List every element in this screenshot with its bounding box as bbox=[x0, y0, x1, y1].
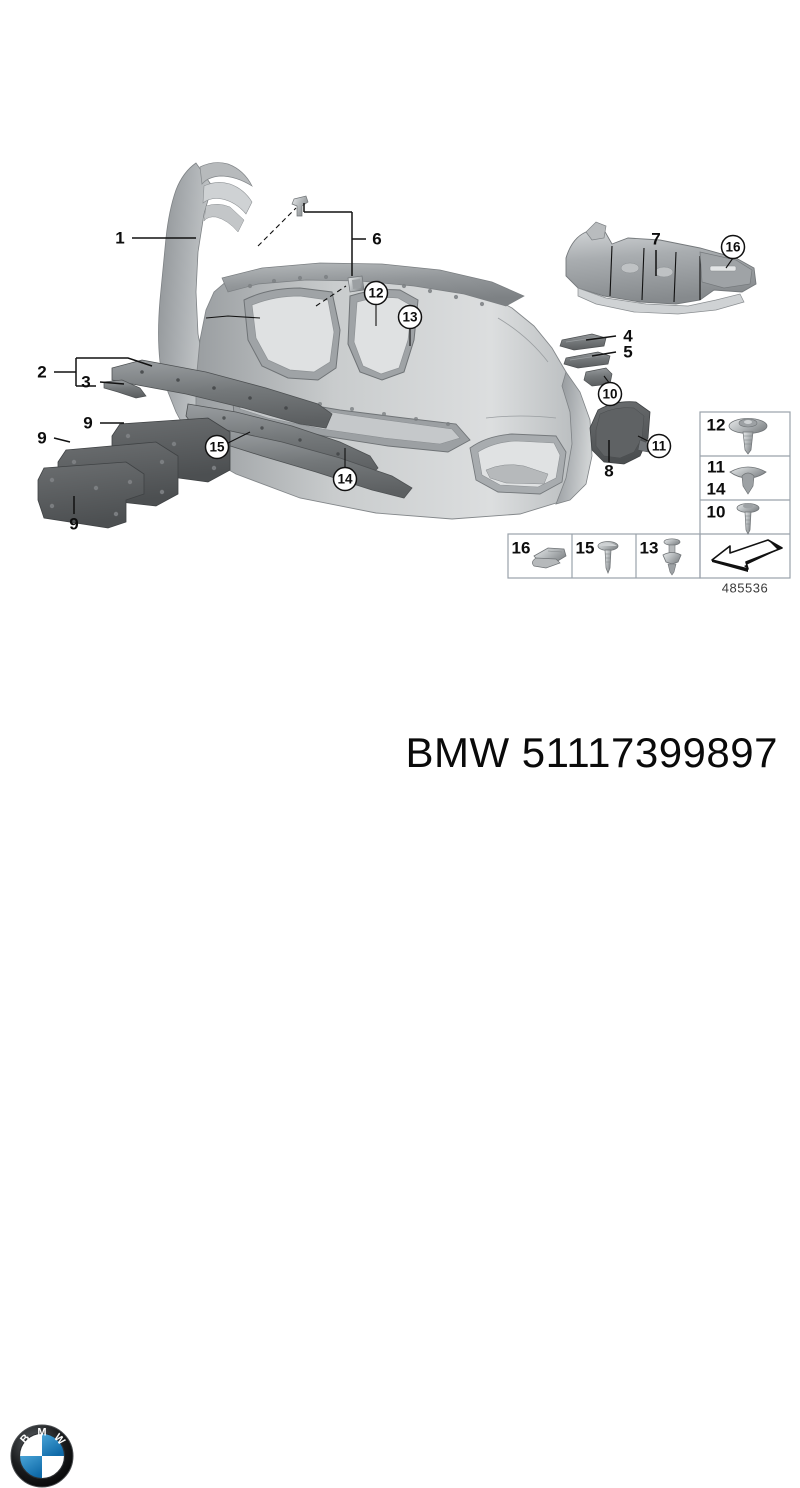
part-small-bracket bbox=[103, 379, 147, 399]
callout-9-upper: 9 bbox=[83, 414, 92, 433]
footer-bar: B M W BMW 51117399897 bbox=[0, 706, 800, 1488]
expanding-rivet-icon bbox=[729, 466, 767, 495]
callout-13-label: 13 bbox=[402, 310, 418, 325]
logo-letter-m: M bbox=[37, 1427, 46, 1439]
callout-12-label: 12 bbox=[368, 286, 383, 301]
callout-6-label: 6 bbox=[372, 230, 381, 249]
part-side-guide-rail-upper bbox=[559, 333, 607, 351]
callout-2-label: 2 bbox=[37, 363, 46, 382]
callout-14-circle bbox=[332, 466, 358, 492]
legend-cell-15: 15 bbox=[576, 539, 619, 574]
callout-10-circle bbox=[597, 381, 623, 407]
legend: 12 11 14 10 bbox=[507, 411, 791, 596]
callout-6: 6 bbox=[372, 230, 381, 249]
callout-4: 4 bbox=[623, 327, 633, 346]
part-side-cover-panel bbox=[589, 401, 651, 465]
callout-4-label: 4 bbox=[623, 327, 633, 346]
callout-9-middle: 9 bbox=[37, 429, 46, 448]
part-bumper-carrier bbox=[565, 221, 757, 315]
push-pin-rivet-icon bbox=[662, 538, 682, 576]
callout-15-label: 15 bbox=[209, 440, 225, 455]
legend-cell-10: 10 bbox=[707, 503, 760, 535]
part-mounting-clip-upper bbox=[291, 195, 309, 217]
callout-11: 11 bbox=[646, 433, 672, 459]
parts-diagram: 1 2 3 4 5 6 7 8 9 9 9 bbox=[37, 162, 791, 596]
legend-number-12: 12 bbox=[707, 416, 726, 435]
legend-vertical-column: 12 11 14 10 bbox=[699, 411, 791, 596]
callout-7: 7 bbox=[651, 230, 660, 249]
callout-16-circle bbox=[720, 234, 746, 260]
legend-cell-arrow bbox=[711, 539, 783, 572]
callout-14: 14 bbox=[332, 466, 358, 492]
legend-number-13: 13 bbox=[640, 539, 659, 558]
callout-15: 15 bbox=[204, 434, 230, 460]
long-screw-icon bbox=[736, 503, 760, 535]
callout-5-label: 5 bbox=[623, 343, 632, 362]
callout-10: 10 bbox=[597, 381, 623, 407]
round-head-screw-icon bbox=[597, 541, 619, 574]
callout-11-label: 11 bbox=[652, 439, 667, 454]
part-front-bumper-cover bbox=[158, 162, 593, 520]
legend-cell-11-14: 11 14 bbox=[707, 458, 767, 499]
part-side-guide-rail-lower bbox=[563, 351, 611, 369]
part-mounting-clip-lower bbox=[347, 275, 365, 293]
callout-9-lower: 9 bbox=[69, 515, 78, 534]
callout-7-label: 7 bbox=[651, 230, 660, 249]
callout-9-upper-label: 9 bbox=[83, 414, 92, 433]
metal-clip-icon bbox=[532, 547, 567, 569]
callout-3: 3 bbox=[81, 373, 90, 392]
callout-8-label: 8 bbox=[604, 462, 613, 481]
legend-number-16: 16 bbox=[512, 539, 531, 558]
callout-12-circle bbox=[363, 280, 389, 306]
legend-number-14: 14 bbox=[707, 480, 726, 499]
legend-number-10: 10 bbox=[707, 503, 726, 522]
callout-16-label: 16 bbox=[725, 240, 741, 255]
legend-number-11: 11 bbox=[707, 458, 725, 477]
callout-15-circle bbox=[204, 434, 230, 460]
callout-13: 13 bbox=[397, 304, 423, 330]
callout-1: 1 bbox=[115, 229, 124, 248]
callout-2: 2 bbox=[37, 363, 46, 382]
direction-arrow-icon bbox=[711, 539, 783, 572]
callout-12: 12 bbox=[363, 280, 389, 306]
callout-3-label: 3 bbox=[81, 373, 90, 392]
drawing-number: 485536 bbox=[722, 581, 768, 596]
callout-16: 16 bbox=[720, 234, 746, 260]
callout-5: 5 bbox=[623, 343, 632, 362]
bmw-roundel: B M W bbox=[10, 1424, 74, 1488]
part-lower-trim-strip bbox=[111, 359, 333, 429]
legend-cell-16: 16 bbox=[512, 539, 567, 569]
callout-9-middle-label: 9 bbox=[37, 429, 46, 448]
leader-lines bbox=[53, 203, 657, 514]
diagram-artwork bbox=[37, 162, 757, 529]
callout-1-label: 1 bbox=[115, 229, 124, 248]
legend-cell-13: 13 bbox=[640, 538, 682, 576]
legend-cell-12: 12 bbox=[707, 416, 768, 455]
callout-8: 8 bbox=[604, 462, 613, 481]
callout-9-lower-label: 9 bbox=[69, 515, 78, 534]
callout-layer: 1 2 3 4 5 6 7 8 9 9 9 bbox=[37, 203, 746, 534]
legend-number-15: 15 bbox=[576, 539, 595, 558]
part-number-label: BMW 51117399897 bbox=[405, 729, 778, 776]
callout-13-circle bbox=[397, 304, 423, 330]
callout-11-circle bbox=[646, 433, 672, 459]
callout-10-label: 10 bbox=[602, 387, 617, 402]
flanged-screw-icon bbox=[728, 418, 768, 455]
legend-horizontal-strip: 16 15 13 bbox=[507, 533, 701, 579]
callout-14-label: 14 bbox=[337, 472, 353, 487]
part-lower-grille-trim bbox=[223, 429, 413, 499]
part-license-plate-backing-panel-lower bbox=[37, 461, 145, 529]
